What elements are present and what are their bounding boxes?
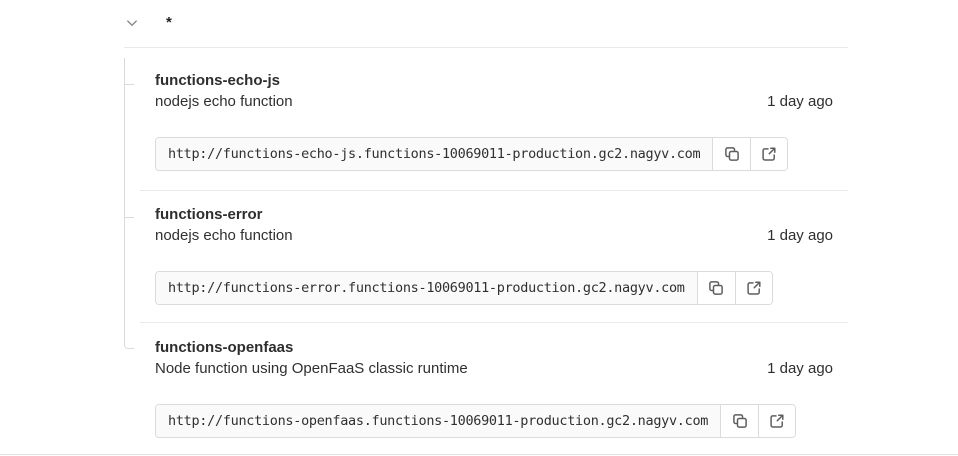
function-description: Node function using OpenFaaS classic run…: [155, 360, 468, 377]
function-updated-time: 1 day ago: [767, 360, 833, 377]
separator: [140, 322, 848, 323]
function-updated-time: 1 day ago: [767, 93, 833, 110]
function-row: functions-error nodejs echo function 1 d…: [155, 204, 833, 305]
function-updated-time: 1 day ago: [767, 227, 833, 244]
function-name[interactable]: functions-openfaas: [155, 339, 294, 356]
function-url-group: http://functions-echo-js.functions-10069…: [155, 137, 789, 171]
function-row: functions-openfaas Node function using O…: [155, 337, 833, 438]
copy-icon: [724, 146, 740, 162]
copy-icon: [708, 280, 724, 296]
environment-header: *: [124, 14, 172, 31]
function-name[interactable]: functions-error: [155, 206, 263, 223]
function-url-field[interactable]: http://functions-openfaas.functions-1006…: [156, 405, 722, 437]
separator: [124, 47, 848, 48]
function-row: functions-echo-js nodejs echo function 1…: [155, 70, 833, 171]
open-url-button[interactable]: [750, 138, 788, 170]
copy-url-button[interactable]: [713, 138, 751, 170]
separator: [140, 190, 848, 191]
function-name[interactable]: functions-echo-js: [155, 72, 281, 89]
tree-connector: [125, 217, 134, 218]
tree-connector: [124, 58, 134, 349]
function-url-field[interactable]: http://functions-error.functions-1006901…: [156, 272, 698, 304]
environment-name: *: [166, 14, 172, 31]
copy-url-button[interactable]: [721, 405, 759, 437]
function-url-field[interactable]: http://functions-echo-js.functions-10069…: [156, 138, 714, 170]
function-description: nodejs echo function: [155, 227, 293, 244]
open-url-button[interactable]: [734, 272, 772, 304]
function-url-group: http://functions-error.functions-1006901…: [155, 271, 773, 305]
external-link-icon: [761, 146, 777, 162]
copy-url-button[interactable]: [697, 272, 735, 304]
open-url-button[interactable]: [758, 405, 796, 437]
tree-connector: [125, 84, 134, 85]
collapse-environment-button[interactable]: [124, 15, 140, 31]
external-link-icon: [769, 413, 785, 429]
external-link-icon: [746, 280, 762, 296]
function-description: nodejs echo function: [155, 93, 293, 110]
function-url-group: http://functions-openfaas.functions-1006…: [155, 404, 797, 438]
page-bottom-border: [0, 454, 958, 455]
copy-icon: [732, 413, 748, 429]
chevron-down-icon: [125, 16, 139, 30]
